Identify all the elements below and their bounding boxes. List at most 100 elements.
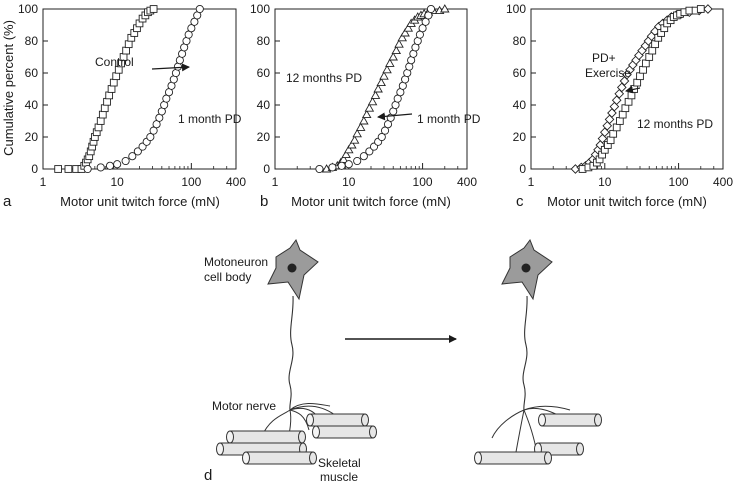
data-point-square <box>627 91 636 100</box>
data-point-diamond <box>604 114 615 125</box>
nucleus <box>287 263 297 273</box>
annotation-1-month-pd-b: 1 month PD <box>417 112 481 126</box>
marks-b <box>315 4 450 174</box>
data-point-square <box>641 59 650 68</box>
data-point-circle <box>133 147 142 156</box>
data-point-square <box>109 78 118 87</box>
panel-label-c: c <box>516 193 524 210</box>
data-point-triangle <box>376 77 386 87</box>
data-point-triangle <box>352 128 362 138</box>
data-point-square <box>651 40 659 49</box>
data-point-square <box>618 110 627 119</box>
data-point-triangle <box>370 90 381 99</box>
data-point-diamond <box>609 101 620 112</box>
y-tick-label: 0 <box>519 162 526 176</box>
y-tick-label: 0 <box>31 162 38 176</box>
data-point-square <box>633 78 642 87</box>
axon-after <box>522 295 528 411</box>
annotation-12-months-pd-b: 12 months PD <box>286 71 362 85</box>
data-point-circle <box>328 163 337 172</box>
data-point-triangle <box>341 149 351 159</box>
annotation-pd-plus: PD+ <box>592 51 616 65</box>
data-point-circle <box>121 156 130 166</box>
data-point-triangle <box>379 71 389 80</box>
data-point-circle <box>337 161 346 170</box>
data-point-triangle <box>355 122 366 131</box>
y-tick-label: 20 <box>25 130 39 144</box>
data-point-triangle <box>400 28 410 37</box>
y-tick-label: 60 <box>25 66 39 80</box>
x-tick-label: 400 <box>713 175 733 189</box>
data-point-diamond <box>602 120 613 131</box>
y-tick-label: 100 <box>250 2 270 16</box>
x-tick-label: 1 <box>528 175 535 189</box>
data-point-square <box>122 46 130 55</box>
x-tick-label: 10 <box>110 175 124 189</box>
data-point-circle <box>83 164 92 174</box>
data-point-circle <box>128 152 137 161</box>
data-point-square <box>105 91 114 100</box>
data-point-square <box>612 123 621 132</box>
annotation-arrow-a <box>151 63 190 72</box>
data-point-triangle <box>385 58 395 67</box>
data-point-circle <box>187 24 196 33</box>
data-point-diamond <box>614 88 625 99</box>
data-point-diamond <box>599 127 610 138</box>
data-point-circle <box>380 126 390 135</box>
y-tick-label: 20 <box>257 130 271 144</box>
data-point-square <box>149 5 158 13</box>
annotation-arrow-c <box>625 85 641 94</box>
data-point-circle <box>105 161 115 170</box>
data-point-square <box>107 85 116 93</box>
data-point-triangle <box>391 45 402 55</box>
data-point-triangle <box>440 4 450 13</box>
data-point-square <box>64 165 73 173</box>
data-point-diamond <box>595 140 606 150</box>
x-tick-label: 400 <box>226 175 246 189</box>
data-point-square <box>609 129 618 138</box>
data-point-circle <box>353 156 362 166</box>
label-motoneuron-line1: Motoneuron <box>204 255 268 269</box>
data-point-square <box>124 40 133 49</box>
data-point-circle <box>359 152 368 161</box>
data-point-diamond <box>616 82 627 93</box>
annotation-1-month-pd-a: 1 month PD <box>178 112 242 126</box>
data-point-square <box>615 117 624 125</box>
data-point-square <box>54 165 62 173</box>
data-point-circle <box>344 160 353 169</box>
data-point-square <box>98 110 107 119</box>
data-point-circle <box>315 164 324 174</box>
data-point-triangle <box>364 103 375 112</box>
data-point-triangle <box>403 23 414 32</box>
data-point-triangle <box>347 140 357 149</box>
panel-label-d: d <box>204 467 212 484</box>
data-point-circle <box>96 163 105 172</box>
annotation-control: Control <box>95 55 134 69</box>
marks-a <box>54 4 204 174</box>
data-point-triangle <box>397 32 408 42</box>
data-point-square <box>96 117 105 125</box>
data-point-circle <box>418 24 427 33</box>
y-tick-label: 80 <box>257 34 271 48</box>
data-point-triangle <box>344 144 354 154</box>
y-tick-label: 20 <box>513 130 527 144</box>
y-tick-label: 40 <box>513 98 527 112</box>
y-tick-label: 40 <box>257 98 271 112</box>
y-tick-label: 60 <box>513 66 527 80</box>
x-tick-label: 10 <box>342 175 356 189</box>
panel-d: d <box>204 238 602 484</box>
y-tick-label: 80 <box>513 34 527 48</box>
x-axis-title-c: Motor unit twitch force (mN) <box>547 194 707 209</box>
data-point-square <box>636 72 644 81</box>
panel-label-a: a <box>3 193 12 210</box>
data-point-square <box>696 5 705 13</box>
marks-c <box>570 4 713 174</box>
x-tick-label: 1 <box>272 175 279 189</box>
data-point-diamond <box>619 76 630 86</box>
data-point-triangle <box>349 135 360 144</box>
x-tick-label: 100 <box>181 175 201 189</box>
